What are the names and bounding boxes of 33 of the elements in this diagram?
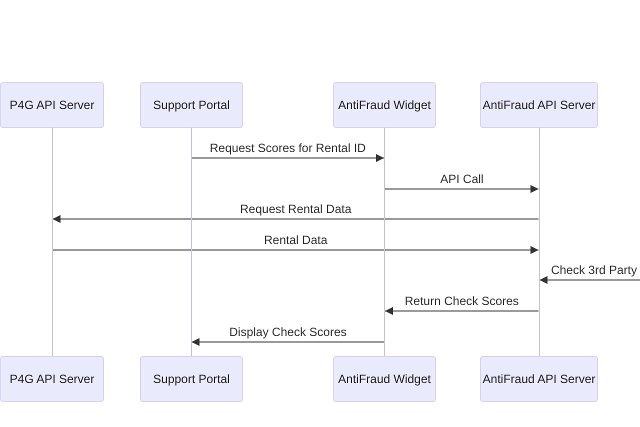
participant-name: AntiFraud API Server [482, 98, 596, 112]
message-arrow [384, 185, 539, 193]
participant-name: AntiFraud API Server [482, 372, 596, 386]
participant-box [480, 82, 598, 128]
message-label: Check 3rd Party [550, 263, 637, 277]
participant-box [140, 356, 243, 402]
message-label: Request Rental Data [240, 202, 352, 216]
participant-box [480, 356, 598, 402]
participant-box [0, 356, 104, 402]
participant-name: AntiFraud Widget [338, 372, 431, 386]
participant-box [333, 356, 436, 402]
message-label: Return Check Scores [404, 294, 519, 308]
participant-name: P4G API Server [10, 372, 94, 386]
participant-box [0, 82, 104, 128]
message-label: Rental Data [264, 233, 328, 247]
message-arrow [52, 215, 539, 223]
participant-name: Support Portal [153, 372, 230, 386]
participant-name: Support Portal [153, 98, 230, 112]
participant-name: AntiFraud Widget [338, 98, 431, 112]
message-label: API Call [440, 172, 484, 186]
participant-box [140, 82, 243, 128]
lifeline [384, 128, 385, 356]
message-label: Request Scores for Rental ID [210, 141, 366, 155]
message-arrow [539, 276, 640, 284]
lifeline [538, 128, 540, 356]
message-arrow [191, 154, 384, 162]
message-arrow [384, 307, 539, 315]
lifeline [190, 128, 192, 356]
message-label: Display Check Scores [229, 325, 347, 339]
message-arrow [52, 246, 539, 254]
participant-name: P4G API Server [10, 98, 94, 112]
participant-box [333, 82, 436, 128]
message-arrow [191, 338, 384, 346]
